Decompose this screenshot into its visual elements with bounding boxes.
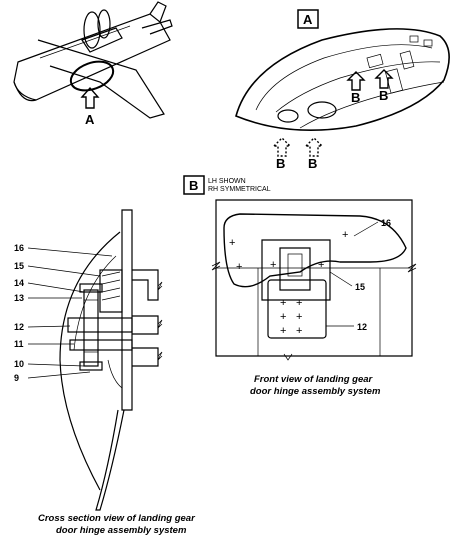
view-b-note-line2: RH SYMMETRICAL [208, 186, 271, 193]
svg-text:+: + [296, 297, 302, 309]
front-view-caption-line2: door hinge assembly system [250, 386, 381, 397]
svg-text:+: + [236, 261, 242, 273]
fv-label-16: 16 [381, 218, 391, 228]
svg-text:+: + [280, 325, 286, 337]
cross-section-caption-line1: Cross section view of landing gear [38, 513, 196, 524]
fv-label-15: 15 [355, 282, 365, 292]
front-view-caption-line1: Front view of landing gear [254, 374, 374, 385]
cs-label-12: 12 [14, 322, 24, 332]
b-arrow-4-label: B [308, 156, 317, 171]
view-b-marker [183, 175, 205, 195]
view-a-fuselage-underside [235, 28, 450, 132]
cross-section-leaders [27, 247, 113, 379]
view-b-note-line1: LH SHOWN [208, 178, 246, 185]
cross-section-drawing [59, 209, 163, 511]
front-view-drawing: + + + + + + + + + + + [211, 199, 417, 361]
svg-text:+: + [342, 229, 348, 241]
svg-text:+: + [318, 259, 324, 271]
cs-label-9: 9 [14, 373, 19, 383]
b-arrow-3-shape [272, 137, 292, 157]
cross-section-caption-line2: door hinge assembly system [56, 525, 187, 536]
view-a-marker-label: A [303, 12, 313, 27]
cs-label-15: 15 [14, 261, 24, 271]
aircraft-arrow-label: A [85, 112, 95, 127]
b-arrow-2-shape [374, 69, 394, 89]
cs-label-14: 14 [14, 278, 24, 288]
svg-text:+: + [270, 259, 276, 271]
cs-label-13: 13 [14, 293, 24, 303]
front-view-leaders [326, 221, 379, 327]
cs-label-10: 10 [14, 359, 24, 369]
svg-text:+: + [280, 297, 286, 309]
svg-text:+: + [280, 311, 286, 323]
b-arrow-4-shape [304, 137, 324, 157]
view-a-marker [297, 9, 319, 29]
aircraft-overview [13, 1, 173, 119]
b-arrow-3-label: B [276, 156, 285, 171]
svg-text:+: + [296, 325, 302, 337]
svg-text:+: + [296, 311, 302, 323]
b-arrow-1-label: B [351, 90, 360, 105]
fv-label-12: 12 [357, 322, 367, 332]
cs-label-16: 16 [14, 243, 24, 253]
cs-label-11: 11 [14, 339, 24, 349]
view-b-marker-label: B [189, 178, 198, 193]
svg-text:+: + [229, 237, 235, 249]
b-arrow-1-shape [346, 71, 366, 91]
b-arrow-2-label: B [379, 88, 388, 103]
